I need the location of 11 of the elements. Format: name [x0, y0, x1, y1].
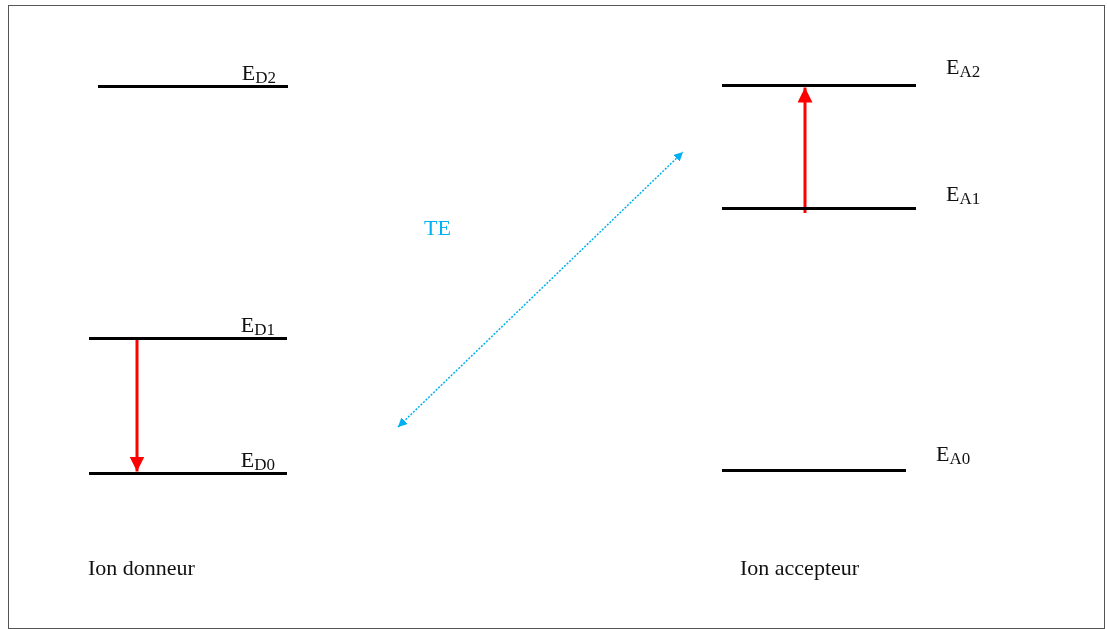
energy-level-label: E$_{A1}$ [946, 181, 981, 206]
ion-label: Ion accepteur [740, 555, 860, 581]
energy-level-label: E$_{D0}$ [240, 447, 275, 472]
energy-level-label: E$_{D2}$ [241, 60, 276, 85]
energy-level-label: E$_{A0}$ [936, 441, 971, 466]
energy-level-label: E$_{D1}$ [240, 312, 275, 337]
transition-arrow [797, 87, 813, 213]
transition-arrow [129, 338, 145, 472]
ion-label: Ion donneur [88, 555, 195, 581]
transfer-label: TE [424, 215, 451, 241]
energy-level-label: E$_{A2}$ [946, 54, 981, 79]
